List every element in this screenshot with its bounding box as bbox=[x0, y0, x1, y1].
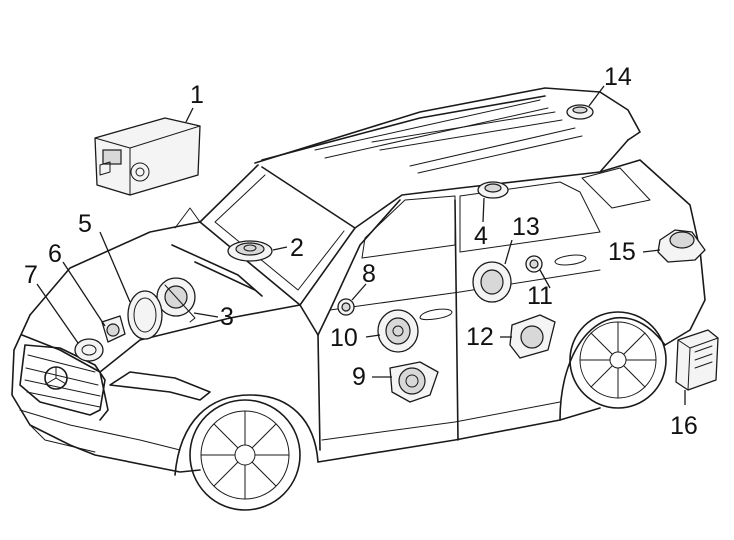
part-16-amplifier bbox=[675, 329, 719, 391]
part-4-roof-speaker bbox=[477, 181, 509, 199]
callout-9: 9 bbox=[352, 363, 366, 391]
callout-3: 3 bbox=[220, 303, 234, 331]
callout-7: 7 bbox=[24, 261, 38, 289]
callout-4: 4 bbox=[474, 222, 488, 250]
leader-lines bbox=[36, 85, 686, 405]
callout-5: 5 bbox=[78, 210, 92, 238]
part-2-dash-speaker bbox=[227, 240, 273, 262]
callout-10: 10 bbox=[330, 324, 358, 352]
callout-8: 8 bbox=[362, 260, 376, 288]
part-15-subwoofer bbox=[657, 229, 706, 263]
callout-6: 6 bbox=[48, 240, 62, 268]
vehicle-outline bbox=[11, 87, 706, 511]
callout-labels: 1 2 3 4 5 6 7 8 9 10 11 12 13 14 15 16 bbox=[24, 63, 698, 440]
part-1-control-module bbox=[94, 117, 201, 196]
part-11-tweeter bbox=[525, 255, 543, 273]
callout-14: 14 bbox=[604, 63, 632, 91]
part-9-woofer bbox=[389, 361, 439, 403]
part-7-horn bbox=[74, 338, 104, 362]
callout-2: 2 bbox=[290, 234, 304, 262]
callout-16: 16 bbox=[670, 412, 698, 440]
part-14-roof-speaker bbox=[566, 104, 594, 120]
part-5-speaker-ring bbox=[127, 290, 163, 340]
callout-11: 11 bbox=[527, 282, 553, 310]
part-3-speaker bbox=[156, 277, 196, 323]
callout-12: 12 bbox=[466, 323, 494, 351]
part-8-tweeter bbox=[337, 298, 355, 316]
callout-13: 13 bbox=[512, 213, 540, 241]
part-10-door-speaker bbox=[377, 309, 419, 353]
part-12-rear-door-speaker bbox=[509, 314, 556, 359]
callout-1: 1 bbox=[190, 81, 204, 109]
callout-15: 15 bbox=[608, 238, 636, 266]
part-13-speaker bbox=[472, 261, 512, 303]
part-6-tweeter bbox=[101, 315, 126, 343]
